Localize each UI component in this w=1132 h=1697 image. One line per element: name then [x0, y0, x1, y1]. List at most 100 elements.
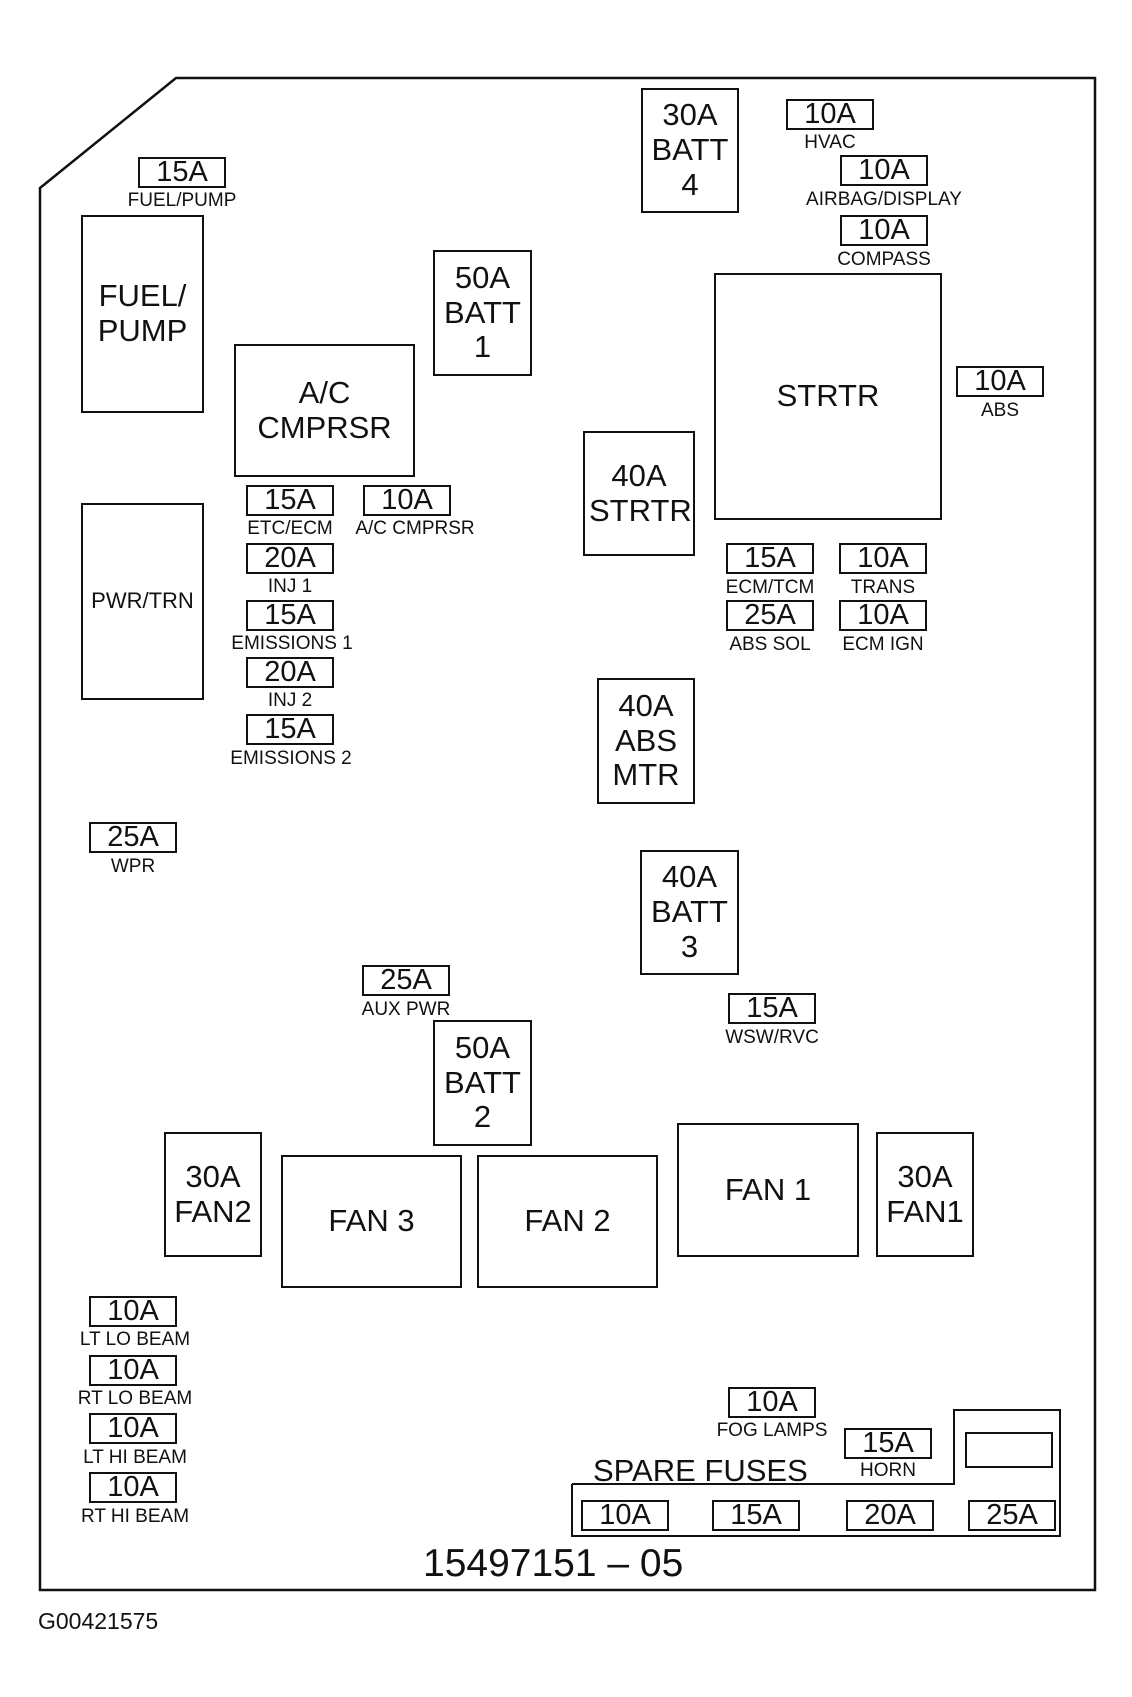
spare-fuse-15a: 15A — [712, 1500, 800, 1531]
fuse-rating: 10A — [857, 542, 909, 574]
fuse-rating: 25A — [986, 1499, 1038, 1531]
fuse-lt-lo-beam: 10A — [89, 1296, 177, 1327]
fuse-rating: 20A — [264, 656, 316, 688]
fuse-rating: 10A — [804, 98, 856, 130]
figure-id: G00421575 — [38, 1608, 159, 1634]
fuel-pump-relay-label: FUEL/ PUMP — [97, 278, 188, 348]
batt-2-maxi-fuse: 50A BATT 2 — [433, 1020, 532, 1146]
fuse-rating: 10A — [381, 484, 433, 516]
batt-1-label: 50A BATT 1 — [444, 259, 521, 365]
fuse-rating: 15A — [744, 542, 796, 574]
batt-3-label: 40A BATT 3 — [651, 859, 728, 964]
fuse-inj-1: 20A — [246, 543, 334, 574]
fuse-rating: 10A — [857, 599, 909, 631]
fuse-rating: 15A — [730, 1499, 782, 1531]
fuse-rating: 15A — [746, 992, 798, 1024]
fuse-label: LT HI BEAM — [83, 1447, 187, 1468]
pwr-trn-relay: PWR/TRN — [81, 503, 204, 700]
fuse-rating: 25A — [107, 821, 159, 853]
fan2-maxi-label: 30A FAN2 — [174, 1158, 252, 1229]
batt-4-maxi-fuse: 30A BATT 4 — [641, 88, 739, 213]
fan2-maxi-fuse: 30A FAN2 — [164, 1132, 262, 1257]
fuse-wsw-rvc: 15A — [728, 993, 816, 1024]
batt-4-label: 30A BATT 4 — [651, 97, 729, 202]
fan-3-relay: FAN 3 — [281, 1155, 462, 1288]
fan-2-relay-label: FAN 2 — [524, 1203, 611, 1239]
fan-1-relay-label: FAN 1 — [724, 1171, 812, 1207]
fuse-emissions-1: 15A — [246, 600, 334, 631]
fuse-label: COMPASS — [837, 249, 931, 270]
fuse-trans: 10A — [839, 543, 927, 574]
fuse-abs-sol: 25A — [726, 600, 814, 631]
fuse-label: RT LO BEAM — [77, 1388, 193, 1409]
fuse-horn: 15A — [844, 1428, 932, 1459]
fuse-rating: 10A — [107, 1354, 159, 1386]
spare-fuse-20a: 20A — [846, 1500, 934, 1531]
starter-relay-label: STRTR — [776, 378, 880, 414]
spare-fuse-25a: 25A — [968, 1500, 1056, 1531]
fuse-hvac: 10A — [786, 99, 874, 130]
fuse-label: ABS SOL — [729, 634, 811, 655]
fuse-label: AIRBAG/DISPLAY — [806, 189, 962, 210]
fuel-pump-relay: FUEL/ PUMP — [81, 215, 204, 413]
fuse-label: HORN — [860, 1460, 916, 1481]
fuse-rating: 10A — [746, 1386, 798, 1418]
fuse-label: INJ 1 — [267, 576, 313, 597]
fan1-maxi-fuse: 30A FAN1 — [876, 1132, 974, 1257]
fuse-label: RT HI BEAM — [80, 1506, 190, 1527]
fuse-airbag-display: 10A — [840, 155, 928, 186]
fuse-ac-cmprsr: 10A — [363, 485, 451, 516]
fuse-rating: 10A — [107, 1295, 159, 1327]
starter-relay: STRTR — [714, 273, 942, 520]
fan1-maxi-label: 30A FAN1 — [886, 1158, 964, 1229]
fuse-rating: 20A — [264, 542, 316, 574]
fuse-label: INJ 2 — [267, 690, 313, 711]
fuse-rating: 15A — [862, 1427, 914, 1459]
fuse-rating: 15A — [156, 156, 208, 188]
fuse-wpr: 25A — [89, 822, 177, 853]
fuse-label: ABS — [980, 400, 1020, 421]
batt-3-maxi-fuse: 40A BATT 3 — [640, 850, 739, 975]
fuse-rating: 10A — [599, 1499, 651, 1531]
batt-2-label: 50A BATT 2 — [444, 1029, 521, 1135]
fuse-label: LT LO BEAM — [79, 1329, 191, 1350]
fuse-label: FOG LAMPS — [716, 1420, 828, 1441]
fuse-label: HVAC — [804, 132, 856, 153]
pwr-trn-relay-label: PWR/TRN — [91, 588, 194, 614]
fuse-emissions-2: 15A — [246, 714, 334, 745]
fuse-label: TRANS — [850, 577, 916, 598]
fuse-fog-lamps: 10A — [728, 1387, 816, 1418]
fuse-inj-2: 20A — [246, 657, 334, 688]
spare-fuse-10a: 10A — [581, 1500, 669, 1531]
fuse-aux-pwr: 25A — [362, 965, 450, 996]
ac-compressor-relay: A/C CMPRSR — [234, 344, 415, 477]
fuse-etc-ecm: 15A — [246, 485, 334, 516]
fuse-rating: 15A — [264, 713, 316, 745]
fan-3-relay-label: FAN 3 — [328, 1203, 415, 1239]
fuse-lt-hi-beam: 10A — [89, 1413, 177, 1444]
fuse-rating: 10A — [107, 1412, 159, 1444]
fuse-rating: 15A — [264, 599, 316, 631]
fuse-ecm-ign: 10A — [839, 600, 927, 631]
fuse-label: ECM/TCM — [725, 577, 815, 598]
fuse-rt-lo-beam: 10A — [89, 1355, 177, 1386]
fuse-label: ECM IGN — [842, 634, 924, 655]
starter-maxi-fuse: 40A STRTR — [583, 431, 695, 556]
starter-maxi-label: 40A STRTR — [589, 457, 692, 528]
fuse-rating: 15A — [264, 484, 316, 516]
fuse-rating: 20A — [864, 1499, 916, 1531]
fuse-rating: 10A — [107, 1471, 159, 1503]
fuse-rating: 10A — [858, 214, 910, 246]
abs-motor-label: 40A ABS MTR — [612, 687, 680, 793]
fuse-rating: 10A — [974, 365, 1026, 397]
fuse-label: EMISSIONS 1 — [231, 633, 353, 654]
part-number: 15497151 – 05 — [423, 1542, 684, 1585]
fan-1-relay: FAN 1 — [677, 1123, 859, 1257]
fuse-label: FUEL/PUMP — [127, 190, 237, 211]
fuse-compass: 10A — [840, 215, 928, 246]
abs-motor-maxi-fuse: 40A ABS MTR — [597, 678, 695, 804]
fuse-label: A/C CMPRSR — [355, 518, 475, 539]
fuse-label: WPR — [110, 856, 156, 877]
fuse-abs: 10A — [956, 366, 1044, 397]
